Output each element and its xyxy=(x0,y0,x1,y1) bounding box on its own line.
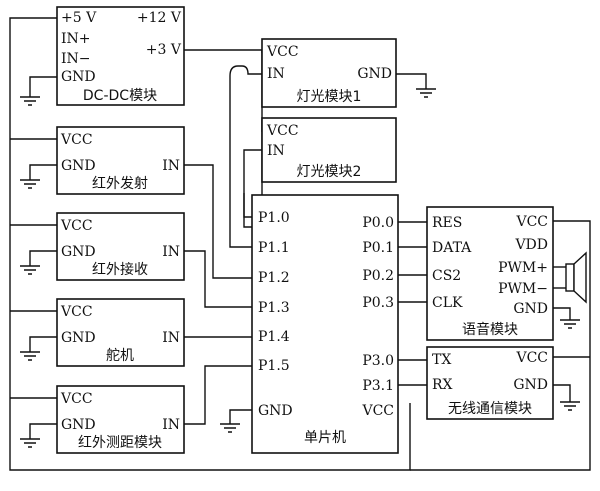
light-module-2: VCC IN 灯光模块2 xyxy=(261,117,397,183)
servo-vcc-label: VCC xyxy=(60,304,93,320)
dcdc-3v-label: +3 V xyxy=(146,42,182,58)
mcu-p00-label: P0.0 xyxy=(362,215,394,231)
mcu-p30-label: P3.0 xyxy=(362,353,394,369)
mcu-p01-label: P0.1 xyxy=(362,240,394,256)
wire-right-vcc-rail xyxy=(410,220,591,471)
mcu-p15-label: P1.5 xyxy=(258,358,290,374)
wireless-tx-label: TX xyxy=(432,352,451,368)
irrange-gnd-label: GND xyxy=(61,417,96,433)
voice-gnd-label: GND xyxy=(513,301,548,317)
irrx-in-label: IN xyxy=(162,244,180,260)
mcu-gnd-label: GND xyxy=(258,403,293,419)
ir-receive-module: VCC GND IN 红外接收 xyxy=(56,212,185,281)
voice-title: 语音模块 xyxy=(462,321,518,338)
light1-in-label: IN xyxy=(267,66,285,82)
wireless-gnd-label: GND xyxy=(513,377,548,393)
ground-symbol-voice xyxy=(553,307,580,329)
irrx-vcc-label: VCC xyxy=(60,218,93,234)
wireless-module: TX RX VCC GND 无线通信模块 xyxy=(426,346,554,420)
mcu-module: P1.0 P1.1 P1.2 P1.3 P1.4 P1.5 GND P0.0 P… xyxy=(251,194,399,454)
voice-vdd-label: VDD xyxy=(514,237,548,253)
ground-symbol-wireless xyxy=(553,384,580,411)
irtx-gnd-label: GND xyxy=(61,158,96,174)
servo-in-label: IN xyxy=(162,330,180,346)
irtx-in-label: IN xyxy=(162,158,180,174)
ground-symbol-irrx xyxy=(20,250,57,275)
mcu-p03-label: P0.3 xyxy=(362,295,394,311)
mcu-p10-label: P1.0 xyxy=(258,210,290,226)
dcdc-in-minus-label: IN− xyxy=(61,51,91,67)
voice-cs2-label: CS2 xyxy=(432,268,461,284)
wire-5v-rail xyxy=(9,17,411,471)
ir-ranging-module: VCC GND IN 红外测距模块 xyxy=(56,385,185,454)
ground-symbol-irrange xyxy=(20,423,57,448)
mcu-title: 单片机 xyxy=(304,430,346,446)
irrx-title: 红外接收 xyxy=(92,261,148,278)
light1-vcc-label: VCC xyxy=(266,44,299,60)
voice-res-label: RES xyxy=(432,215,462,231)
ground-symbol-dcdc xyxy=(20,76,57,106)
mcu-vcc-label: VCC xyxy=(361,403,394,419)
irrange-vcc-label: VCC xyxy=(60,391,93,407)
voice-vcc-label: VCC xyxy=(515,214,548,230)
wire-p10-light2 xyxy=(243,149,262,218)
light1-title: 灯光模块1 xyxy=(297,89,362,105)
ir-transmit-module: VCC GND IN 红外发射 xyxy=(56,126,185,195)
mcu-p31-label: P3.1 xyxy=(362,378,394,394)
mcu-p14-label: P1.4 xyxy=(258,329,290,345)
wire-irrange-p15 xyxy=(184,365,252,425)
dcdc-5v-label: +5 V xyxy=(61,10,97,26)
mcu-p02-label: P0.2 xyxy=(362,268,394,284)
voice-pwm-plus-label: PWM+ xyxy=(498,260,548,276)
mcu-p13-label: P1.3 xyxy=(258,300,290,316)
irtx-vcc-label: VCC xyxy=(60,132,93,148)
wire-irtx-p12 xyxy=(184,164,252,279)
irtx-title: 红外发射 xyxy=(92,176,148,192)
wire-p11-light1 xyxy=(229,65,262,248)
voice-clk-label: CLK xyxy=(432,295,463,311)
light2-in-label: IN xyxy=(267,143,285,159)
dcdc-in-plus-label: IN+ xyxy=(61,31,91,47)
speaker-icon xyxy=(565,251,587,304)
light2-title: 灯光模块2 xyxy=(297,164,362,180)
dcdc-12v-label: +12 V xyxy=(137,10,182,26)
light2-vcc-label: VCC xyxy=(266,123,299,139)
light1-gnd-label: GND xyxy=(357,66,392,82)
dcdc-module: +5 V +12 V IN+ +3 V IN− GND DC-DC模块 xyxy=(56,6,185,106)
wireless-title: 无线通信模块 xyxy=(448,401,532,417)
wireless-rx-label: RX xyxy=(432,377,453,393)
ground-symbol-irtx xyxy=(20,164,57,189)
voice-data-label: DATA xyxy=(432,240,472,256)
wireless-vcc-label: VCC xyxy=(515,350,548,366)
dcdc-title: DC-DC模块 xyxy=(83,88,157,104)
ground-symbol-mcu xyxy=(220,409,252,433)
wire-3v-bus xyxy=(184,49,263,228)
servo-module: VCC GND IN 舵机 xyxy=(56,298,185,367)
voice-pwm-minus-label: PWM− xyxy=(498,281,548,297)
irrange-title: 红外测距模块 xyxy=(78,435,162,451)
servo-gnd-label: GND xyxy=(61,330,96,346)
dcdc-gnd-label: GND xyxy=(61,69,96,85)
irrx-gnd-label: GND xyxy=(61,244,96,260)
irrange-in-label: IN xyxy=(162,417,180,433)
mcu-p12-label: P1.2 xyxy=(258,270,290,286)
mcu-p11-label: P1.1 xyxy=(258,240,290,256)
servo-title: 舵机 xyxy=(106,348,134,364)
voice-module: RES DATA CS2 CLK VCC VDD PWM+ PWM− GND 语… xyxy=(426,206,554,341)
ground-symbol-servo xyxy=(20,336,57,361)
ground-symbol-light1 xyxy=(396,73,436,98)
light-module-1: VCC IN GND 灯光模块1 xyxy=(261,38,397,108)
wire-irrx-p13 xyxy=(184,250,252,308)
